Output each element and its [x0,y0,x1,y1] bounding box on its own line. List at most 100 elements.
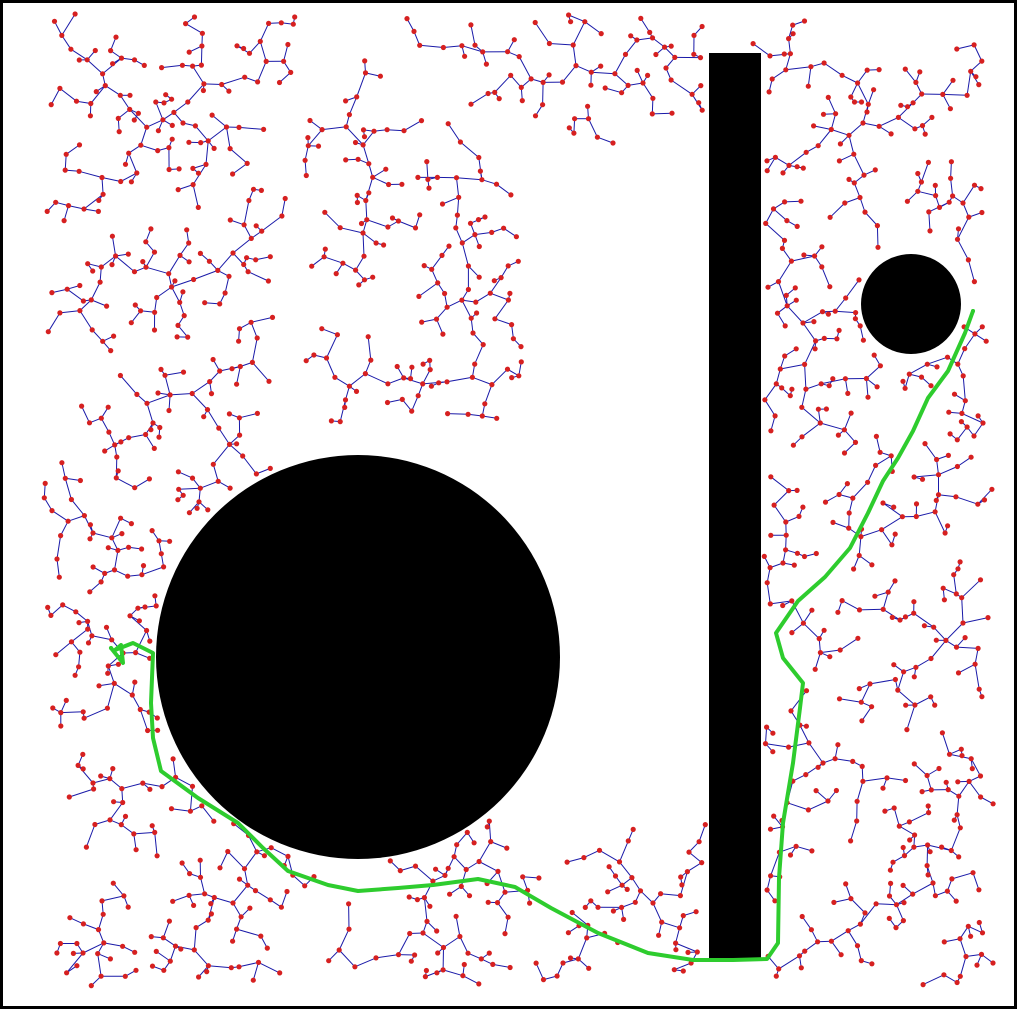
tree-node [263,58,269,64]
tree-edge [456,177,482,181]
tree-node [127,92,133,98]
tree-node [58,723,64,729]
tree-node [812,346,818,352]
tree-node [857,323,863,329]
tree-edge [229,444,244,457]
tree-node [505,914,511,920]
tree-node [955,670,962,676]
tree-edge [443,936,461,948]
tree-edge [804,941,818,952]
tree-node [253,257,259,263]
tree-node [100,71,106,77]
tree-node [803,772,809,778]
tree-node [911,674,917,680]
tree-node [465,411,471,417]
tree-node [480,49,486,55]
tree-edge [472,376,493,386]
tree-edge [398,220,416,229]
tree-node [505,297,511,303]
tree-node [803,723,810,729]
tree-node [102,83,108,89]
tree-edge [461,299,472,319]
tree-node [148,934,154,940]
tree-node [861,172,867,178]
tree-node [79,403,85,409]
tree-node [228,965,234,971]
tree-node [222,290,228,296]
tree-node [821,60,827,66]
tree-node [127,613,133,619]
tree-edge [897,689,916,706]
tree-edge [803,622,820,639]
tree-node [822,499,829,505]
tree-edge [962,184,975,204]
tree-node [152,593,158,599]
tree-edge [767,955,780,970]
tree-node [911,844,917,850]
tree-node [245,882,251,888]
tree-node [864,109,870,115]
tree-node [495,868,501,875]
tree-node [854,818,860,824]
tree-node [406,894,412,900]
tree-edge [875,455,892,466]
tree-node [129,692,135,698]
tree-node [227,146,233,152]
tree-edge [195,125,209,142]
tree-node [160,117,166,123]
tree-node [602,85,608,91]
tree-edge [91,299,107,307]
tree-edge [191,381,210,394]
tree-node [673,940,679,946]
tree-node [794,223,800,229]
tree-edge [766,582,771,604]
tree-edge [542,82,544,105]
tree-node [197,250,203,256]
tree-node [254,335,260,341]
tree-node [401,128,407,134]
tree-node [421,895,427,901]
tree-node [869,562,875,568]
tree-node [430,878,436,884]
tree-edge [207,409,220,429]
tree-node [966,778,972,785]
tree-node [891,662,897,668]
tree-node [267,254,273,260]
tree-node [421,263,427,269]
tree-node [922,441,928,447]
rrt-scene [41,11,996,989]
tree-edge [830,113,837,130]
tree-node [48,612,54,619]
tree-node [147,786,153,792]
tree-node [596,847,603,853]
tree-edge [845,279,860,299]
tree-node [799,434,805,440]
tree-node [198,140,204,146]
tree-node [427,357,433,363]
tree-node [919,476,926,482]
tree-node [865,479,871,485]
tree-node [498,275,504,281]
tree-node [867,681,873,687]
tree-node [229,366,235,372]
tree-node [442,290,448,297]
tree-node [311,352,317,358]
tree-node [57,940,64,947]
tree-node [971,42,977,48]
tree-node [869,961,875,967]
tree-edge [859,608,884,611]
tree-node [860,120,866,126]
tree-node [234,441,240,447]
tree-node [951,572,957,578]
tree-edge [916,511,936,517]
tree-edge [205,140,209,165]
tree-node [913,664,919,670]
tree-node [362,58,368,64]
tree-node [115,661,121,667]
tree-edge [461,242,469,267]
tree-edge [766,157,776,171]
tree-node [101,940,107,946]
tree-node [148,226,154,232]
tree-node [42,480,48,486]
tree-edge [345,126,364,146]
